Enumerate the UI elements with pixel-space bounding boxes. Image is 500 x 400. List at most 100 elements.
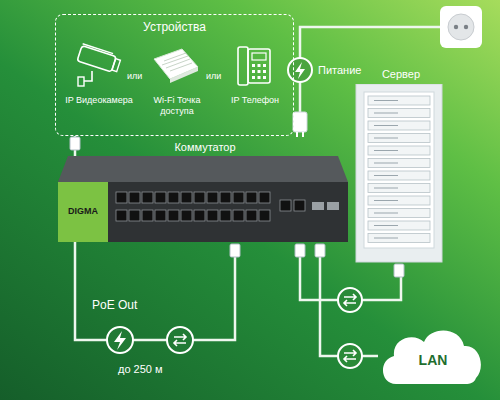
icon-part [238,47,248,85]
icon-part [374,225,398,226]
exchange-arrows [344,294,356,306]
icon-part [368,121,430,130]
icon-part [368,209,430,218]
plug-pin [302,132,304,137]
device-group: Устройства IP ВидеокамераWi-Fi Точка дост… [55,14,294,136]
icon-part [374,125,398,126]
diagram-label: или [206,70,221,82]
icon-part [327,202,339,210]
icon-part [168,210,179,221]
network-switch: КоммутаторDIGMA [58,138,352,244]
icon-part [162,53,192,71]
icon-part [58,182,348,242]
icon-part [58,182,108,242]
icon-part [356,84,442,262]
icon-part [181,192,192,203]
node-text: Устройства [56,15,293,34]
icon-part [220,192,231,203]
rj45-plug [315,244,325,257]
exchange-arrows [174,334,186,346]
label-holder: или [127,70,142,82]
access-point-device: Wi-Fi Точка доступа [140,41,214,131]
icon-circle [288,58,312,82]
icon-part [374,138,398,139]
node-text: Сервер [352,66,450,82]
edge-label: PoE Out [92,298,137,313]
exchange-arrows [344,350,356,362]
node-text: DIGMA [60,206,106,217]
label-holder: Питание [318,63,361,77]
diagram-label: Питание [318,63,361,77]
switch-body [58,156,348,244]
plug-pin [296,132,298,137]
icon-part [142,192,153,203]
icon-part [263,64,266,67]
icon-part [233,210,244,221]
icon-part [259,210,270,221]
icon-part [194,192,205,203]
icon-part [312,202,324,210]
icon-part [207,210,218,221]
icon-part [374,100,398,101]
icon-part [252,53,266,60]
diagram-label: или [127,70,142,82]
data-icon [338,288,362,312]
label-holder: до 250 м [118,362,163,376]
icon-part [168,192,179,203]
icon-circle [167,327,193,353]
power-icon [288,58,312,82]
rj45-plug [394,264,404,277]
node-text: Wi-Fi Точка доступа [140,95,214,117]
rj45-plug [295,244,305,257]
lan-cloud: LAN [378,322,488,388]
icon-part [248,49,270,83]
icon-part [294,200,305,211]
icon-part [368,184,430,193]
data-icon [338,344,362,368]
icon-part [207,192,218,203]
icon-part [194,210,205,221]
lightning-bolt [295,62,305,79]
icon-part [368,159,430,168]
icon-part [258,64,261,67]
icon-part [263,76,266,79]
icon-part [252,76,255,79]
icon-part [142,210,153,221]
icon-part [368,221,430,230]
icon-circle [338,288,362,312]
lightning-bolt [114,331,126,350]
camera-icon [64,41,130,91]
icon-part [252,70,255,73]
node-text: Коммутатор [58,138,352,156]
icon-part [83,44,113,54]
camera-device: IP Видеокамера [64,41,134,131]
phone-icon [220,41,286,91]
server-rack [352,84,446,264]
rj45-plug [230,244,240,257]
icon-part [252,64,266,79]
icon-part [259,192,270,203]
icon-part [246,192,257,203]
icon-part [374,175,398,176]
phone-device: IP Телефон [220,41,290,131]
diagram-label: до 250 м [118,362,163,376]
socket-face [448,14,474,40]
icon-part [374,150,398,151]
icon-part [374,113,398,114]
icon-part [368,109,430,118]
server-box: Сервер [352,66,450,264]
label-holder: или [206,70,221,82]
icon-circle [338,344,362,368]
icon-part [116,210,127,221]
icon-part [374,200,398,201]
icon-part [368,134,430,143]
label-holder: PoE Out [92,298,137,313]
icon-part [258,70,261,73]
icon-part [368,171,430,180]
icon-part [233,192,244,203]
icon-circle [107,327,133,353]
icon-part [252,64,255,67]
icon-part [374,188,398,189]
icon-part [364,92,434,248]
